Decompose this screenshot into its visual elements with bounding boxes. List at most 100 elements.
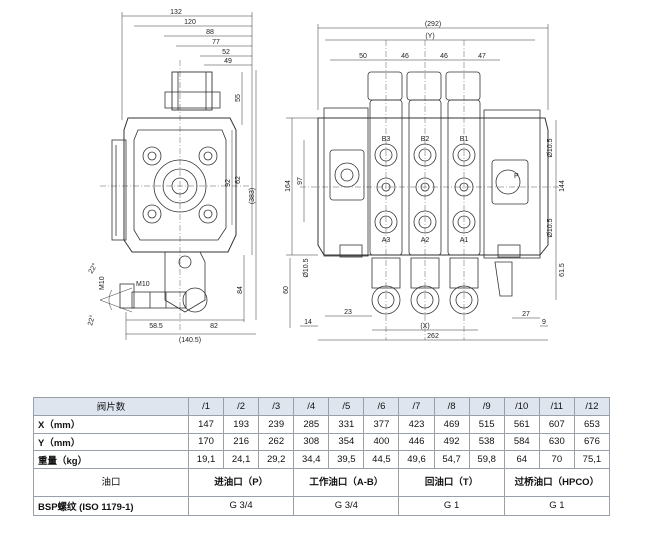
section-label-b1: B1 (460, 136, 469, 143)
table-cell: 584 (503, 432, 540, 452)
table-cell: 59,8 (468, 450, 505, 470)
table-cell: 44,5 (363, 450, 400, 470)
table-cell: 193 (223, 414, 260, 434)
section-label-a1: A1 (460, 237, 469, 244)
col-header: /3 (258, 397, 295, 416)
table-cell: 29,2 (258, 450, 295, 470)
table-row-weight: 重量（kg） 19,1 24,1 29,2 34,4 39,5 44,5 49,… (33, 450, 611, 470)
col-header: /12 (573, 397, 611, 416)
side-dim-bottom-0: 58.5 (149, 323, 163, 330)
col-header: /1 (187, 397, 225, 416)
front-port-label: P (514, 173, 519, 180)
table-cell: 331 (328, 414, 365, 434)
front-dim-top-2: 50 (359, 53, 367, 60)
side-dim-right-3: 62 (235, 176, 242, 184)
col-header: /11 (538, 397, 575, 416)
side-port-label: M10 (136, 281, 150, 288)
spec-table: 阀片数 /1 /2 /3 /4 /5 /6 /7 /8 /9 /10 /11 /… (33, 397, 611, 516)
front-dim-bottom-0: 14 (304, 319, 312, 326)
front-dim-bottom-3: 27 (522, 311, 530, 318)
front-dim-right-3: 61.5 (559, 263, 566, 277)
col-header: /5 (328, 397, 365, 416)
side-dim-right-4: 84 (237, 286, 244, 294)
row-label: 重量（kg） (33, 450, 189, 470)
side-dim-right-0: 55 (235, 94, 242, 102)
table-cell: 446 (398, 432, 435, 452)
side-dim-bottom-1: 82 (210, 323, 218, 330)
col-header: /9 (468, 397, 505, 416)
side-view (99, 12, 257, 340)
front-dim-left-0: 164 (285, 180, 292, 192)
front-view (286, 24, 560, 341)
front-dim-right-2: Ø10.5 (547, 218, 554, 237)
side-dim-top-1: 120 (184, 19, 196, 26)
table-cell: 54,7 (433, 450, 470, 470)
table-cell: 24,1 (223, 450, 260, 470)
side-dim-top-2: 88 (206, 29, 214, 36)
col-header: /2 (223, 397, 260, 416)
table-cell: 239 (258, 414, 295, 434)
thread-cell: G 3/4 (187, 496, 295, 516)
front-dim-right-0: Ø10.5 (547, 138, 554, 157)
section-label-b2: B2 (421, 136, 430, 143)
col-header: /6 (363, 397, 400, 416)
table-cell: 423 (398, 414, 435, 434)
front-dim-top-3: 46 (401, 53, 409, 60)
row-label: Y（mm） (33, 432, 189, 452)
front-dim-bottom-1: 23 (344, 309, 352, 316)
front-dim-top-5: 47 (478, 53, 486, 60)
side-top-dims (121, 12, 253, 255)
side-angle-top: 22° (87, 262, 99, 275)
section-label-a2: A2 (421, 237, 430, 244)
thread-cell: G 1 (398, 496, 505, 516)
table-row-x: X（mm） 147 193 239 285 331 377 423 469 51… (33, 414, 611, 434)
side-right-dims (231, 70, 257, 322)
table-cell: 469 (433, 414, 470, 434)
side-dim-right-2: (383) (249, 188, 256, 204)
side-view-labels: 132 120 88 77 52 49 55 92 (383) 62 84 58… (86, 9, 256, 344)
table-row-y: Y（mm） 170 216 262 308 354 400 446 492 53… (33, 432, 611, 452)
side-dim-right-1: 92 (225, 179, 232, 187)
row-label: BSP螺纹 (ISO 1179-1) (33, 496, 189, 516)
front-dim-left-2: 60 (283, 286, 290, 294)
table-cell: 354 (328, 432, 365, 452)
port-group-inlet: 进油口（P） (187, 468, 295, 498)
side-dim-top-4: 52 (222, 49, 230, 56)
row-label: 油口 (33, 468, 189, 498)
port-group-return: 回油口（T） (398, 468, 505, 498)
table-cell: 377 (363, 414, 400, 434)
table-header-row: 阀片数 /1 /2 /3 /4 /5 /6 /7 /8 /9 /10 /11 /… (33, 397, 611, 416)
table-cell: 170 (187, 432, 225, 452)
front-dim-bottom-5: 262 (427, 333, 439, 340)
col-header: /8 (433, 397, 470, 416)
front-dim-left-3: Ø10.5 (303, 258, 310, 277)
table-cell: 285 (293, 414, 330, 434)
front-dim-top-1: (Y) (425, 33, 434, 40)
thread-cell: G 1 (503, 496, 611, 516)
table-cell: 492 (433, 432, 470, 452)
table-row-thread: BSP螺纹 (ISO 1179-1) G 3/4 G 3/4 G 1 G 1 (33, 496, 611, 516)
side-port-thread: M10 (99, 276, 106, 290)
table-cell: 147 (187, 414, 225, 434)
front-dim-left-1: 97 (297, 177, 304, 185)
side-dim-top-0: 132 (170, 9, 182, 16)
table-row-ports: 油口 进油口（P） 工作油口（A-B） 回油口（T） 过桥油口（HPCO） (33, 468, 611, 498)
table-cell: 75,1 (573, 450, 611, 470)
table-cell: 607 (538, 414, 575, 434)
col-header: /4 (293, 397, 330, 416)
port-group-work: 工作油口（A-B） (293, 468, 400, 498)
table-cell: 34,4 (293, 450, 330, 470)
col-header: /7 (398, 397, 435, 416)
table-cell: 630 (538, 432, 575, 452)
section-label-a3: A3 (382, 237, 391, 244)
table-cell: 308 (293, 432, 330, 452)
col-header: /10 (503, 397, 540, 416)
side-dim-top-5: 49 (224, 58, 232, 65)
port-group-hpco: 过桥油口（HPCO） (503, 468, 611, 498)
row-label: X（mm） (33, 414, 189, 434)
table-cell: 515 (468, 414, 505, 434)
side-angle-bottom: 22° (86, 314, 97, 326)
front-view-labels: (292) (Y) 50 46 46 47 164 97 60 Ø10.5 Ø1… (283, 21, 566, 340)
side-dim-top-3: 77 (212, 39, 220, 46)
front-top-dims (317, 24, 549, 110)
